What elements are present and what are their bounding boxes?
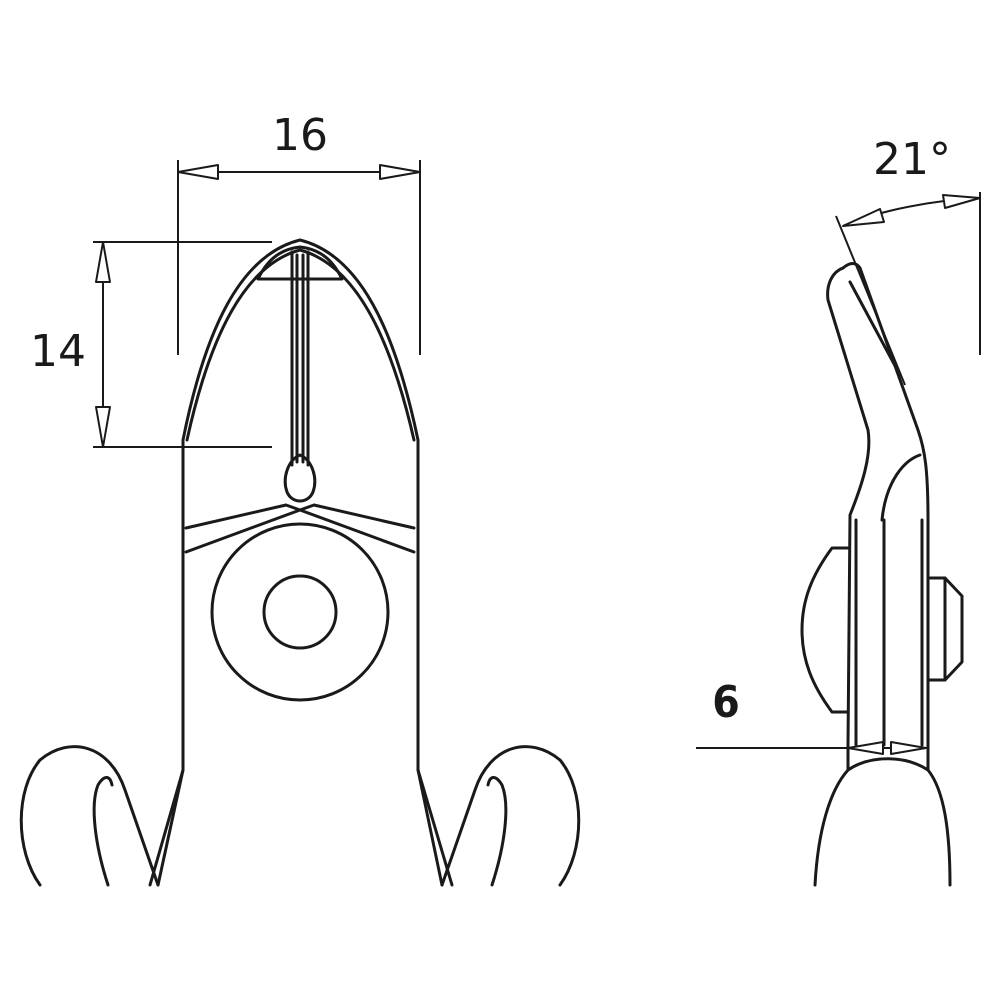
thickness-arrow-left [847, 741, 884, 755]
angle-label: 21° [873, 134, 951, 185]
thickness-arrow-right [890, 741, 927, 755]
front-pivot-outer [210, 522, 390, 702]
front-head-outline [148, 238, 454, 887]
front-head-inner-outline [185, 248, 416, 442]
dimension-thickness: 6 [696, 677, 927, 755]
width-label: 16 [272, 110, 328, 161]
length-arrow-top [95, 241, 111, 283]
front-pivot-inner [262, 574, 338, 650]
front-right-handle [440, 745, 581, 887]
width-arrow-right [379, 164, 421, 180]
front-right-handle-inner [486, 776, 508, 887]
side-jaw-back [841, 262, 930, 747]
front-left-handle-inner [92, 776, 114, 887]
side-handle-right [926, 743, 952, 887]
side-view: 6 21° [696, 134, 981, 887]
front-right-wedge [298, 503, 416, 554]
side-handle-top [846, 757, 930, 772]
thickness-label: 6 [712, 677, 740, 728]
front-left-handle-line [156, 768, 185, 887]
dimension-length: 14 [30, 241, 272, 448]
front-cutting-edge [283, 453, 317, 503]
side-jaw-bevel [848, 280, 902, 377]
width-arrow-left [177, 164, 219, 180]
angle-ext-slanted [835, 215, 906, 386]
dimension-angle: 21° [835, 134, 981, 386]
side-jaw-center [880, 453, 922, 522]
side-handle [813, 743, 850, 887]
length-label: 14 [30, 326, 86, 377]
angle-arrow-right [942, 194, 981, 209]
front-jaw-tip [256, 245, 344, 281]
front-view: 16 14 [19, 110, 581, 887]
front-right-handle-line [416, 768, 444, 887]
front-left-wedge [184, 503, 302, 554]
side-pivot-nut [926, 576, 964, 682]
dimension-width: 16 [177, 110, 421, 355]
side-jaw-front [826, 266, 871, 747]
angle-arrow-left [842, 208, 885, 227]
side-pivot-dome [800, 546, 850, 714]
length-arrow-bottom [95, 406, 111, 448]
front-left-handle [19, 745, 160, 887]
